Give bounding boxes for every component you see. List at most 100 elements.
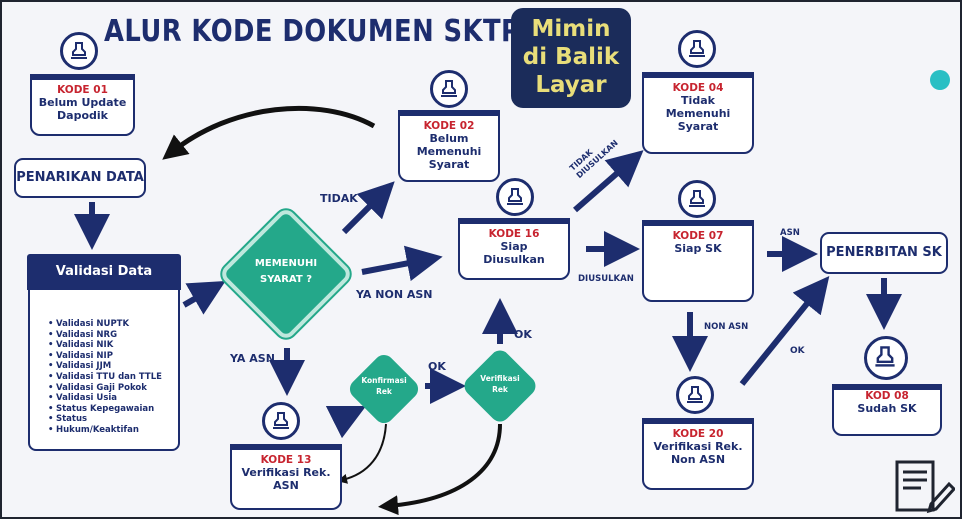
box-code: KODE 16 — [488, 228, 540, 240]
box-kode-01: KODE 01 Belum Update Dapodik — [30, 74, 135, 136]
box-desc: Syarat — [677, 120, 719, 133]
decision-label: MEMENUHI SYARAT ? — [214, 256, 358, 288]
box-code: KODE 01 — [57, 84, 108, 96]
box-kode-04: KODE 04 Tidak Memenuhi Syarat — [642, 72, 754, 154]
decision-line: SYARAT ? — [260, 274, 312, 285]
box-code: KOD 08 — [865, 390, 909, 402]
validasi-data-panel: Validasi Data Validasi NUPTK Validasi NR… — [27, 254, 181, 451]
arrow-k13-konfirmasi — [325, 405, 367, 439]
box-bar — [642, 220, 754, 226]
stamp-icon — [678, 30, 716, 68]
label-non-asn: NON ASN — [704, 322, 749, 332]
decision-label: Konfirmasi Rek — [345, 375, 423, 397]
decision-konfirmasi-rek: Konfirmasi Rek — [345, 350, 423, 428]
decision-line: Rek — [492, 385, 508, 394]
box-code: KODE 20 — [672, 428, 724, 440]
validasi-item: Validasi NIK — [48, 340, 162, 351]
validasi-item: Validasi JJM — [48, 361, 162, 372]
box-desc: Siap — [500, 240, 528, 253]
arrow-verifikasi-bottom — [378, 423, 502, 516]
box-bar — [398, 110, 500, 116]
decision-memenuhi-syarat: MEMENUHI SYARAT ? — [214, 202, 358, 346]
stamp-icon — [676, 376, 714, 414]
label-ya-non-asn: YA NON ASN — [356, 288, 433, 301]
box-desc: Diusulkan — [483, 253, 545, 266]
validasi-item: Validasi Usia — [48, 393, 162, 404]
box-desc: Belum — [429, 132, 469, 145]
box-desc: Dapodik — [57, 109, 108, 122]
arrow-k16-k04 — [573, 150, 644, 213]
box-kode-16: KODE 16 Siap Diusulkan — [458, 218, 570, 280]
box-bar — [642, 418, 754, 424]
arrow-validasi-memenuhi — [182, 281, 226, 315]
box-desc: Syarat — [428, 158, 470, 171]
arrow-tidak-k02 — [341, 181, 395, 235]
box-desc: Non ASN — [670, 453, 726, 466]
decision-line: MEMENUHI — [254, 258, 318, 269]
box-desc: Verifikasi Rek. — [653, 440, 743, 453]
box-code: KODE 13 — [260, 454, 312, 466]
validasi-item: Validasi NRG — [48, 330, 162, 341]
box-bar — [30, 74, 135, 80]
stamp-icon — [60, 32, 98, 70]
stamp-icon — [262, 402, 300, 440]
decision-line: Konfirmasi — [361, 376, 407, 385]
label-ya-asn: YA ASN — [230, 352, 275, 365]
page-title: ALUR KODE DOKUMEN SKTP — [104, 14, 521, 49]
badge-line: di Balik — [522, 44, 620, 70]
label-ok: OK — [428, 360, 446, 373]
box-code: KODE 04 — [672, 82, 724, 94]
box-kode-07: KODE 07 Siap SK — [642, 220, 754, 302]
box-desc: ASN — [273, 479, 299, 492]
label-ok: OK — [790, 346, 805, 356]
stamp-icon — [864, 336, 908, 380]
stamp-icon — [678, 180, 716, 218]
box-bar — [642, 72, 754, 78]
box-code: KODE 07 — [672, 230, 724, 242]
validasi-item: Validasi Gaji Pokok — [48, 383, 162, 394]
badge-line: Layar — [535, 72, 607, 98]
label-tidak: TIDAK — [320, 192, 358, 205]
validasi-item: Validasi TTU dan TTLE — [48, 372, 162, 383]
label-asn: ASN — [780, 228, 800, 238]
teal-dot — [930, 70, 950, 90]
box-kode-02: KODE 02 Belum Memenuhi Syarat — [398, 110, 500, 182]
document-pen-icon — [893, 458, 957, 519]
box-kode-20: KODE 20 Verifikasi Rek. Non ASN — [642, 418, 754, 490]
box-kode-13: KODE 13 Verifikasi Rek. ASN — [230, 444, 342, 510]
box-desc: Verifikasi Rek. — [241, 466, 331, 479]
arrow-k02-penarikan — [162, 105, 376, 160]
stamp-icon — [496, 178, 534, 216]
validasi-item: Status — [48, 414, 162, 425]
validasi-item: Validasi NUPTK — [48, 319, 162, 330]
box-kode-08: KOD 08 Sudah SK — [832, 384, 942, 436]
badge-line: Mimin — [531, 16, 611, 42]
decision-label: Verifikasi Rek — [460, 373, 540, 395]
validasi-item-continued: Hukum/Keaktifan — [48, 425, 162, 436]
arrow-yanonasn-k16 — [361, 245, 443, 282]
box-bar — [458, 218, 570, 224]
decision-verifikasi-rek: Verifikasi Rek — [460, 346, 540, 426]
mimin-badge: Mimin di Balik Layar — [511, 8, 631, 108]
box-desc: Siap SK — [674, 242, 722, 255]
box-desc: Sudah SK — [857, 402, 917, 415]
box-bar — [832, 384, 942, 390]
box-code: KODE 02 — [423, 120, 475, 132]
validasi-item: Validasi NIP — [48, 351, 162, 362]
validasi-item: Status Kepegawaian — [48, 404, 162, 415]
penarikan-data-box: PENARIKAN DATA — [14, 158, 146, 198]
box-desc: Belum Update — [38, 96, 127, 109]
box-desc: Memenuhi — [416, 145, 482, 158]
label-ok: OK — [514, 328, 532, 341]
arrow-k20-penerbitan — [739, 276, 830, 386]
decision-line: Rek — [376, 387, 392, 396]
decision-line: Verifikasi — [480, 374, 520, 383]
label-diusulkan: DIUSULKAN — [578, 274, 634, 284]
validasi-title: Validasi Data — [27, 254, 181, 290]
validasi-list: Validasi NUPTK Validasi NRG Validasi NIK… — [48, 319, 162, 436]
box-desc: Tidak — [681, 94, 715, 107]
stamp-icon — [430, 70, 468, 108]
box-bar — [230, 444, 342, 450]
penerbitan-sk-box: PENERBITAN SK — [820, 232, 948, 274]
